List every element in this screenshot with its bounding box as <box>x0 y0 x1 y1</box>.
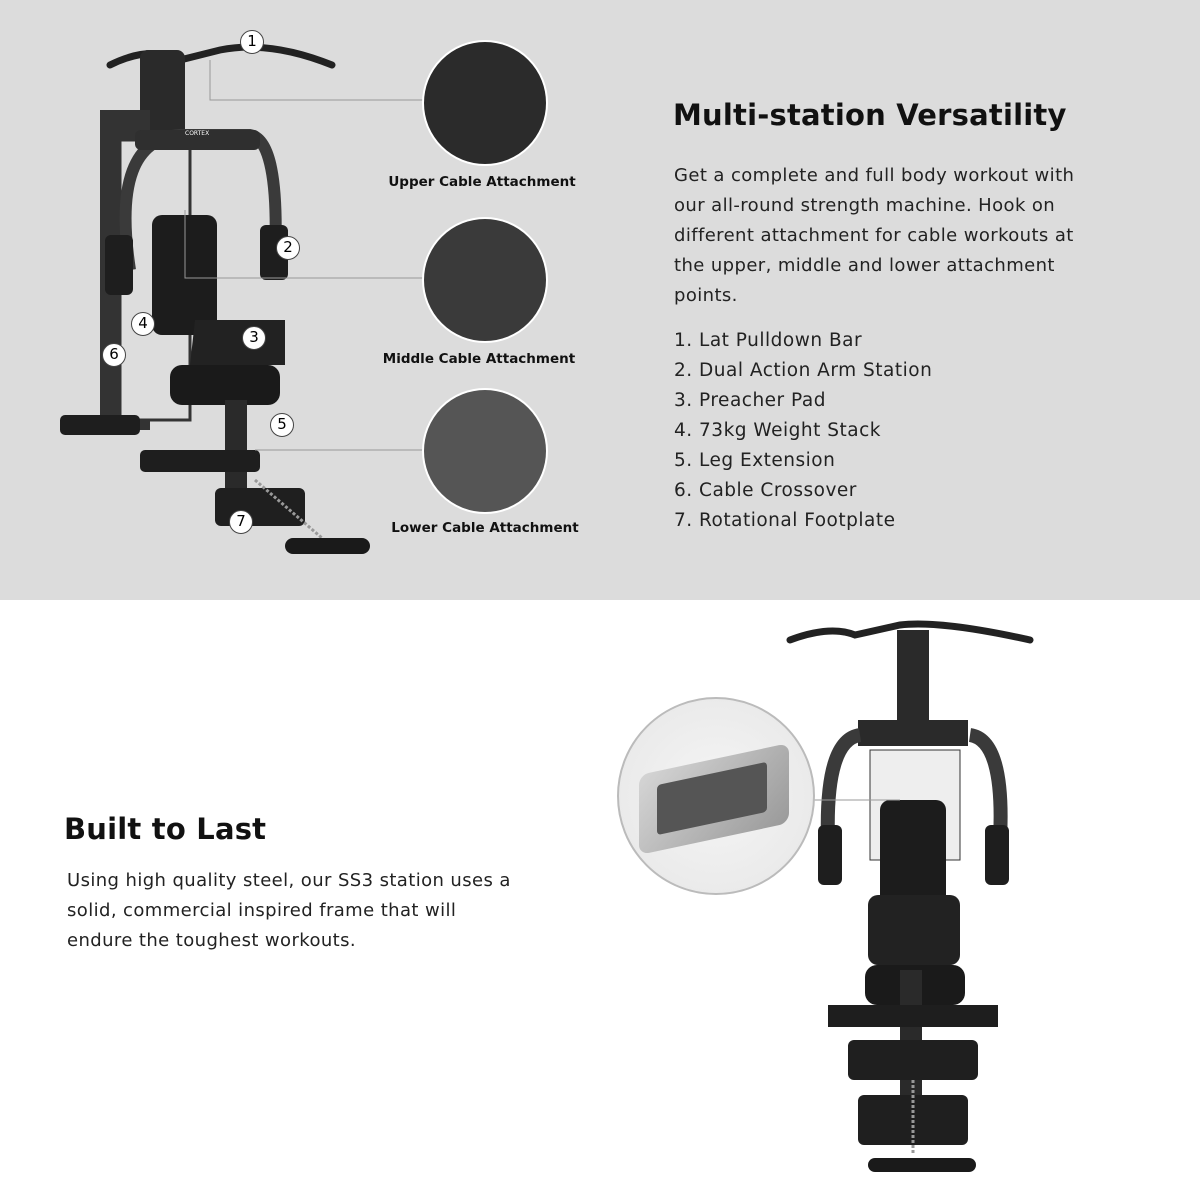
feature-item: 7. Rotational Footplate <box>674 510 896 531</box>
feature-item: 2. Dual Action Arm Station <box>674 360 933 381</box>
versatility-description: Get a complete and full body workout wit… <box>674 165 1075 306</box>
versatility-title: Multi-station Versatility <box>673 98 1067 132</box>
lower-cable-caption: Lower Cable Attachment <box>391 520 579 536</box>
upper-cable-caption: Upper Cable Attachment <box>388 174 576 190</box>
feature-item: 6. Cable Crossover <box>674 480 857 501</box>
callout-7: 7 <box>229 510 253 534</box>
middle-cable-caption: Middle Cable Attachment <box>382 351 576 367</box>
steel-tube-detail-image <box>617 697 815 895</box>
feature-list: 1. Lat Pulldown Bar 2. Dual Action Arm S… <box>674 326 932 536</box>
feature-item: 4. 73kg Weight Stack <box>674 420 881 441</box>
upper-cable-photo <box>422 40 548 166</box>
feature-item: 1. Lat Pulldown Bar <box>674 330 863 351</box>
callout-6: 6 <box>102 343 126 367</box>
feature-item: 5. Leg Extension <box>674 450 836 471</box>
built-to-last-title: Built to Last <box>64 812 267 846</box>
steel-tube <box>639 743 789 855</box>
built-to-last-description: Using high quality steel, our SS3 statio… <box>67 870 511 951</box>
connector-lines <box>184 60 425 451</box>
callout-3: 3 <box>242 326 266 350</box>
callout-4: 4 <box>131 312 155 336</box>
callout-5: 5 <box>270 413 294 437</box>
feature-item: 3. Preacher Pad <box>674 390 826 411</box>
home-gym-front-view-image <box>786 620 1034 1172</box>
lower-cable-photo <box>422 388 548 514</box>
callout-1: 1 <box>240 30 264 54</box>
brand-logo: CORTEX <box>185 130 209 137</box>
callout-2: 2 <box>276 236 300 260</box>
middle-cable-photo <box>422 217 548 343</box>
